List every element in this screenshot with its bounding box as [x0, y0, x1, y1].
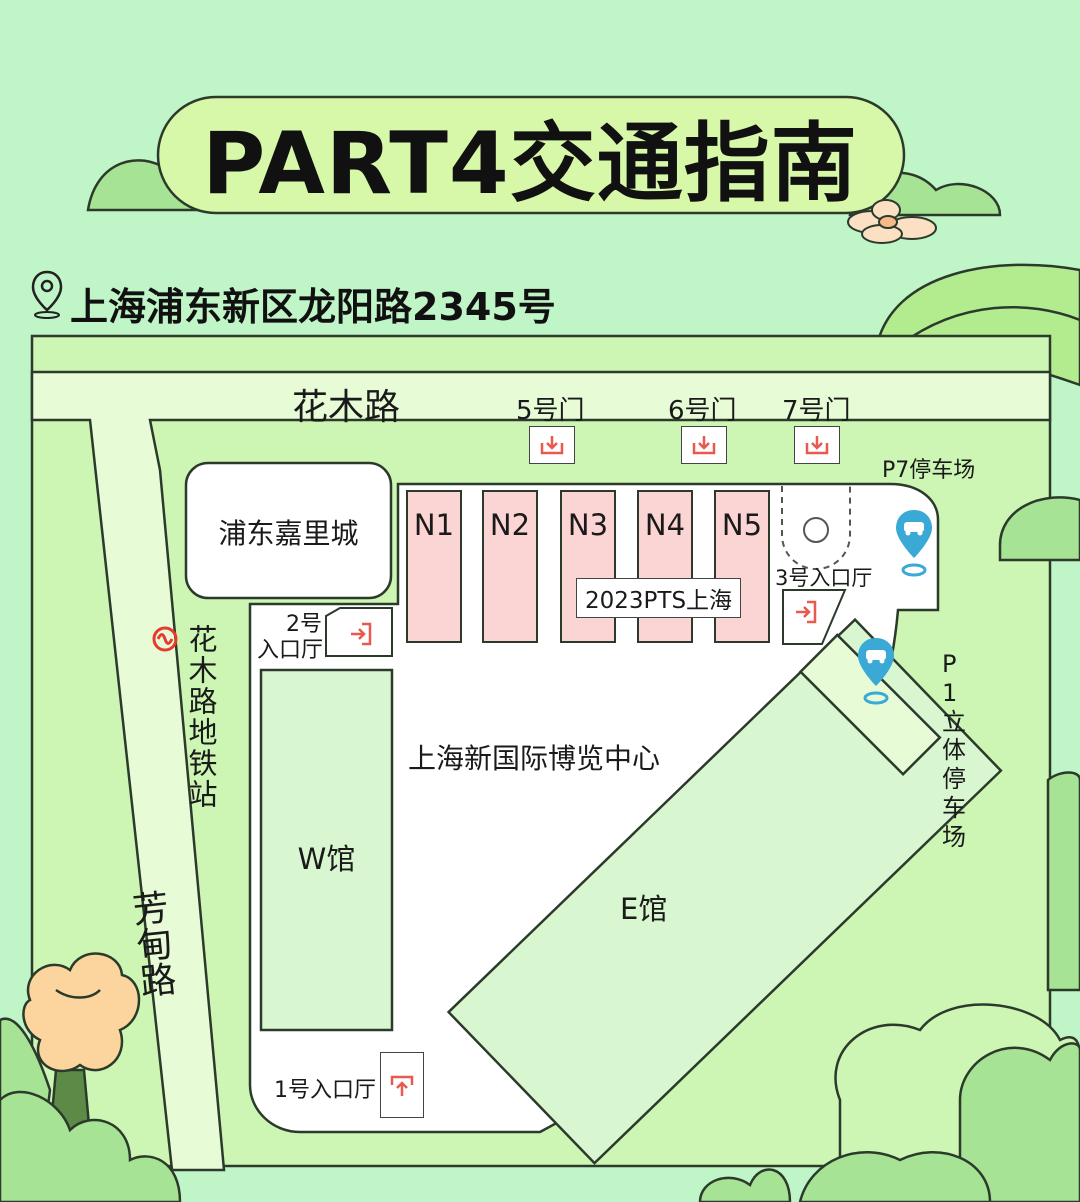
p1-parking-shape	[798, 633, 942, 777]
gate-5-button[interactable]	[529, 426, 575, 464]
gate-7-label: 7号门	[782, 396, 851, 426]
entrance-3-label: 3号入口厅	[775, 566, 873, 590]
roads	[30, 370, 1052, 1172]
road-label-huamu: 花木路	[292, 387, 401, 428]
location-pin-icon	[31, 270, 63, 319]
entrance-2-button[interactable]	[348, 620, 376, 648]
gate-6-label: 6号门	[668, 396, 737, 426]
entrance-3-button[interactable]	[793, 598, 821, 626]
metro-station[interactable]: 花木路地铁站	[150, 624, 222, 814]
gate-5-label: 5号门	[516, 396, 585, 426]
gate-7-button[interactable]	[794, 426, 840, 464]
venue-name-label: 上海新国际博览中心	[408, 742, 661, 775]
hall-n3[interactable]: N3	[560, 490, 616, 643]
shanghai-metro-icon	[152, 626, 178, 652]
entrance-arrow-icon	[796, 600, 817, 624]
title-pill	[156, 95, 906, 215]
hall-n4-label: N4	[644, 508, 686, 542]
gate-entry-icon	[540, 436, 564, 455]
hall-n1-label: N1	[413, 508, 455, 542]
mall-label: 浦东嘉里城	[218, 517, 359, 550]
parking-p1-label: P1立体停车场	[942, 650, 966, 851]
parking-p7-label: P7停车场	[882, 458, 976, 483]
mall-block	[184, 461, 393, 600]
entrance-2-label-line2: 入口厅	[257, 638, 324, 663]
hall-n5-label: N5	[721, 508, 763, 542]
hall-n4[interactable]: N4	[637, 490, 693, 643]
e-hall-shape	[446, 617, 1003, 1165]
page-title: PART4交通指南	[202, 113, 858, 214]
w-hall-label: W馆	[297, 842, 356, 876]
e-hall-label: E馆	[620, 892, 668, 926]
entrance-2-label-line1: 2号	[286, 612, 322, 637]
metro-station-label: 花木路地铁站	[184, 624, 218, 810]
decor-trees-right	[798, 496, 1080, 1202]
entrance-1-button[interactable]	[380, 1052, 424, 1118]
entrance-1-label: 1号入口厅	[274, 1078, 376, 1103]
entrance-arrow-icon	[390, 1075, 414, 1096]
hall-n1[interactable]: N1	[406, 490, 462, 643]
entrance-arrow-icon	[351, 622, 372, 646]
gate-6-button[interactable]	[681, 426, 727, 464]
w-hall-shape	[259, 668, 394, 1032]
car-parking-pin-icon	[896, 510, 932, 577]
hall-n3-label: N3	[567, 508, 609, 542]
gate-entry-icon	[805, 436, 829, 455]
p7-parking-area[interactable]	[890, 484, 938, 610]
event-label: 2023PTS上海	[576, 578, 742, 618]
car-parking-pin-icon	[858, 638, 894, 705]
hall-n5[interactable]: N5	[714, 490, 770, 643]
hall-n2[interactable]: N2	[482, 490, 538, 643]
p1-parking-area[interactable]	[852, 636, 900, 716]
address-text: 上海浦东新区龙阳路2345号	[70, 285, 556, 329]
decor-trees-left	[0, 952, 792, 1202]
hall-n2-label: N2	[489, 508, 531, 542]
entrance-2-shape	[325, 607, 393, 657]
dashed-circle-area	[781, 486, 851, 570]
decor-flower	[847, 199, 937, 244]
gate-entry-icon	[692, 436, 716, 455]
